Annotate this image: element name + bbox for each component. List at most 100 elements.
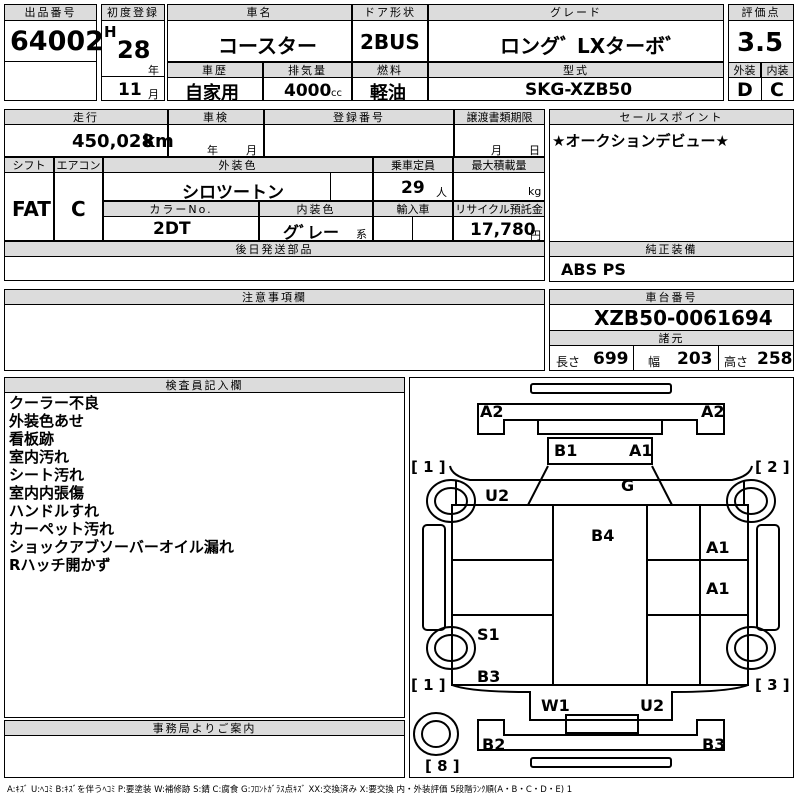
wheel-front-right	[734, 487, 768, 515]
damage-a1-right-2: A1	[706, 579, 730, 598]
right-side-panel	[756, 524, 780, 631]
windshield	[547, 437, 653, 465]
import-cell	[373, 216, 453, 241]
rear-step	[530, 757, 672, 768]
equipment-cell	[549, 256, 794, 282]
tire-rear-right	[726, 626, 776, 670]
rear-body	[451, 684, 749, 721]
remark-item: ハンドルすれ	[9, 502, 100, 520]
year-unit: 年	[148, 64, 159, 77]
color-no: 2DT	[153, 219, 191, 239]
tire-tread-3-bottom: [ 3 ]	[755, 676, 790, 694]
damage-a1-top: A1	[629, 441, 653, 460]
ac-label: エアコン	[54, 157, 103, 173]
remarks-list: クーラー不良 外装色あせ 看板跡 室内汚れ シート汚れ 室内内張傷 ハンドルすれ…	[9, 394, 234, 574]
reg-year: 28	[117, 36, 151, 64]
remark-item: 室内内張傷	[9, 484, 85, 502]
remark-item: 室内汚れ	[9, 448, 70, 466]
capacity: 29	[401, 178, 425, 198]
mileage-label: 走行	[4, 109, 168, 125]
import-divider	[412, 216, 413, 241]
ext-grade-label: 外装	[728, 62, 761, 78]
specs-label: 諸元	[549, 330, 794, 346]
inspection-label: 車検	[168, 109, 264, 125]
interior-color-cell	[259, 216, 373, 241]
damage-b1: B1	[554, 441, 578, 460]
damage-tl-a2: A2	[480, 402, 504, 421]
interior-color-suffix: 系	[356, 228, 367, 241]
sales-point: ★オークションデビュー★	[552, 132, 729, 150]
tire-rear-left	[426, 626, 476, 670]
displacement-unit: cc	[331, 88, 342, 99]
displacement-cell	[263, 77, 352, 101]
max-load-label: 最大積載量	[453, 157, 545, 173]
shift-label: シフト	[4, 157, 54, 173]
damage-b3-left: B3	[477, 667, 501, 686]
chassis-number: XZB50-0061694	[594, 306, 773, 330]
car-name-label: 車名	[167, 4, 352, 21]
remark-item: シート汚れ	[9, 466, 85, 484]
damage-a1-right-1: A1	[706, 538, 730, 557]
grade-label: グレード	[428, 4, 724, 21]
inspection-year-unit: 年	[207, 144, 218, 157]
fuel-label: 燃料	[352, 62, 428, 78]
roof-panel	[552, 504, 648, 686]
lot-number-label: 出品番号	[4, 4, 97, 21]
fuel-cell	[352, 77, 428, 101]
displacement-label: 排気量	[263, 62, 352, 78]
office-cell	[4, 735, 405, 778]
history-label: 車歴	[167, 62, 263, 78]
exterior-color: シロツートン	[182, 183, 284, 203]
roof-front	[449, 465, 753, 481]
damage-u2-rear: U2	[640, 696, 665, 715]
vehicle-diagram-frame	[409, 377, 794, 778]
width: 203	[677, 349, 713, 369]
equipment: ABS PS	[561, 260, 626, 279]
damage-tr-a2: A2	[701, 402, 725, 421]
remark-item: Rハッチ開かず	[9, 556, 111, 574]
score-label: 評価点	[728, 4, 794, 21]
width-label: 幅	[648, 355, 661, 369]
rear-window	[565, 714, 639, 734]
height: 258	[757, 349, 793, 369]
recycle-unit: 円	[530, 229, 541, 242]
score: 3.5	[737, 28, 784, 58]
sales-point-label: セールスポイント	[549, 109, 794, 125]
specs-cell	[549, 345, 794, 371]
recycle-deposit: 17,780	[470, 220, 536, 240]
model-cell	[428, 77, 724, 101]
transfer-month-unit: 月	[491, 144, 502, 157]
color-no-label: カラーNo.	[103, 201, 259, 217]
recycle-label: リサイクル預託金	[453, 201, 545, 217]
door-type: 2BUS	[360, 30, 420, 54]
color-label: 外装色	[103, 157, 373, 173]
later-parts-cell	[4, 256, 545, 281]
damage-s1: S1	[477, 625, 500, 644]
office-label: 事務局よりご案内	[4, 720, 405, 736]
specs-div1	[633, 345, 634, 371]
displacement: 4000	[284, 81, 332, 101]
int-grade: C	[770, 79, 784, 101]
notes-label: 注意事項欄	[4, 289, 545, 305]
fuel: 軽油	[370, 83, 406, 104]
remark-item: カーペット汚れ	[9, 520, 115, 538]
damage-g: G	[621, 476, 635, 495]
history: 自家用	[185, 83, 239, 104]
spare-tire	[413, 712, 459, 756]
era: H	[104, 23, 117, 41]
length-label: 長さ	[556, 355, 581, 369]
int-grade-label: 内装	[761, 62, 794, 78]
door-label: ドア形状	[352, 4, 428, 21]
tire-tread-1-bottom: [ 1 ]	[411, 676, 446, 694]
front-sides	[455, 481, 745, 505]
damage-w1: W1	[541, 696, 570, 715]
front-bumper	[477, 403, 725, 435]
max-load-unit: kg	[528, 185, 542, 198]
shift: FAT	[12, 197, 51, 221]
color-no-cell	[103, 216, 259, 241]
notes-cell	[4, 304, 545, 371]
reg-no-label: 登録番号	[264, 109, 454, 125]
recycle-cell	[453, 216, 545, 241]
left-side-panel	[422, 524, 446, 631]
remark-item: クーラー不良	[9, 394, 100, 412]
